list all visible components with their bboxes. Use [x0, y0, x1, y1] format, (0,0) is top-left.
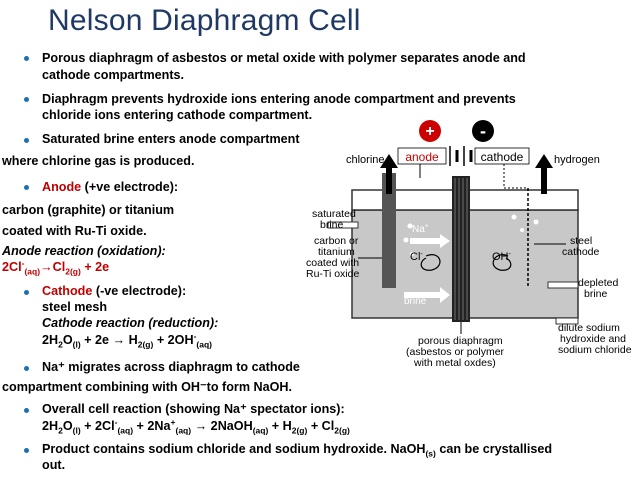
cathode-desc: (-ve electrode):: [92, 284, 187, 298]
dilute-label: sodium chloride: [558, 344, 632, 356]
dilute-outlet-pipe: [555, 317, 579, 325]
bullet-dot: [24, 408, 29, 413]
anode-circulation-arrow: [420, 254, 441, 271]
porous-label: with metal oxdes): [413, 357, 496, 369]
minus-sign: -: [480, 121, 486, 141]
text-line: Anode (+ve electrode):: [42, 180, 178, 195]
slide-title: Nelson Diaphragm Cell: [48, 4, 361, 37]
anode-equation: 2Cl-(aq)→Cl2(g) + 2e: [2, 257, 110, 277]
text-line: Cathode (-ve electrode):: [42, 284, 186, 299]
bullet-dot: [24, 366, 29, 371]
cathode-label: Cathode: [42, 284, 93, 298]
steel-cathode-label: cathode: [562, 246, 600, 258]
anode-diagram-label: anode: [405, 150, 439, 164]
dilute-label: dilute sodium: [558, 322, 620, 334]
text-line: chloride ions entering cathode compartme…: [42, 108, 313, 122]
brine-in-label: brine: [320, 219, 344, 231]
text-line: Diaphragm prevents hydroxide ions enteri…: [42, 92, 516, 106]
cathode-diagram-label: cathode: [481, 150, 524, 164]
gas-bubbles: [403, 214, 539, 256]
na-migration-arrow: [410, 234, 450, 248]
plus-terminal-icon: [419, 120, 441, 142]
porous-label: porous diaphragm: [418, 335, 503, 347]
product-text-2: can be crystallised: [439, 442, 553, 456]
carbon-label: titanium: [318, 246, 355, 258]
cathode-equation: 2H2O(l) + 2e → H2(g) + 2OH-(aq): [42, 330, 213, 350]
chlorine-label: chlorine: [346, 154, 385, 166]
na-ion-label: Na+: [412, 223, 429, 235]
dilute-label: hydroxide and: [560, 333, 626, 345]
depleted-outlet-pipe: [547, 281, 579, 289]
minus-terminal-icon: [472, 120, 494, 142]
cl-ion-label: Cl-: [410, 251, 423, 263]
anode-label: Anode: [42, 180, 82, 194]
text-line: cathode compartments.: [42, 68, 185, 82]
hydrogen-label: hydrogen: [554, 154, 600, 166]
depleted-label: brine: [584, 288, 608, 300]
text-line: Overall cell reaction (showing Na⁺ spect…: [42, 402, 345, 416]
plus-sign: +: [425, 123, 434, 140]
text-line: compartment combining with OH⁻to form Na…: [2, 380, 293, 394]
diaphragm-pattern: [454, 178, 468, 320]
overall-equation: 2H2O(l) + 2Cl-(aq) + 2Na+(aq) → 2NaOH(aq…: [42, 416, 350, 436]
saturated-label: saturated: [312, 208, 356, 220]
anode-electrode: [382, 173, 396, 288]
text-line: Saturated brine enters anode compartment: [42, 132, 300, 146]
anode-label-box: [397, 147, 447, 165]
bullet-dot: [24, 185, 29, 190]
oh-ion-label: OH-: [492, 251, 512, 263]
porous-label: (asbestos or polymer: [406, 346, 505, 358]
diaphragm: [452, 176, 470, 322]
text-line: steel mesh: [42, 300, 108, 314]
cathode-wire: [503, 164, 527, 223]
text-line: where chlorine gas is produced.: [2, 154, 195, 168]
product-text: Product contains sodium chloride and sod…: [42, 442, 426, 456]
brine-flow-arrow: [404, 287, 450, 303]
cathode-circulation-arrow: [492, 254, 512, 271]
hydrogen-arrowhead: [535, 154, 553, 168]
text-line: coated with Ru-Ti oxide.: [2, 224, 147, 238]
depleted-label: depleted: [578, 277, 618, 289]
anode-desc: (+ve electrode):: [81, 180, 179, 194]
carbon-label: carbon or: [314, 235, 359, 247]
carbon-label: Ru-Ti oxide: [306, 268, 359, 280]
chlorine-arrowhead: [380, 154, 398, 168]
text-line: Anode reaction (oxidation):: [2, 244, 166, 258]
bullet-dot: [24, 56, 29, 61]
nelson-cell-diagram: + - anode cathode chlorine hydro: [306, 120, 632, 369]
text-line: Product contains sodium chloride and sod…: [42, 442, 553, 459]
text-line: Cathode reaction (reduction):: [42, 316, 219, 330]
bullet-dot: [24, 138, 29, 143]
carbon-label: coated with: [306, 257, 359, 269]
text-line: Na⁺ migrates across diaphragm to cathode: [42, 360, 300, 374]
bullet-dot: [24, 97, 29, 102]
bullet-dot: [24, 290, 29, 295]
text-line: out.: [42, 458, 66, 472]
cathode-label-box: [474, 147, 530, 165]
bullet-dot: [24, 448, 29, 453]
brine-flow-label: brine: [404, 296, 427, 307]
text-line: carbon (graphite) or titanium: [2, 203, 175, 217]
steel-cathode-label: steel: [570, 235, 592, 247]
text-line: Porous diaphragm of asbestos or metal ox…: [42, 51, 526, 65]
brine-inlet-pipe: [327, 221, 359, 229]
